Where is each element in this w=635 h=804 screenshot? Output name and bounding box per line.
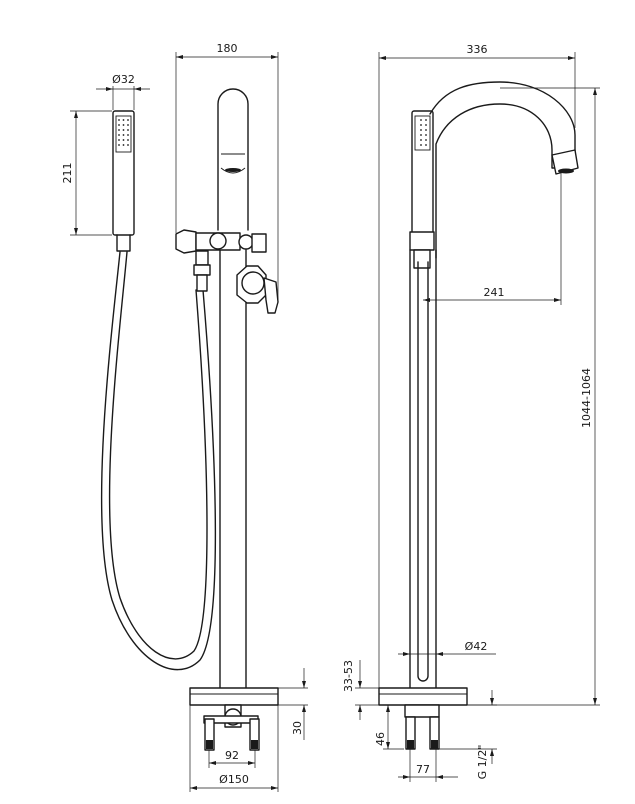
- dimension-thread: G 1/2": [439, 690, 497, 779]
- label-w-front: 180: [217, 42, 238, 55]
- dimension-base-adjust: 30: [278, 668, 308, 740]
- label-reach: 241: [484, 286, 505, 299]
- shower-hose: [100, 251, 217, 671]
- label-thread: G 1/2": [476, 745, 489, 780]
- hand-shower-spray-holes: [118, 119, 129, 146]
- label-w-legs: 92: [225, 749, 239, 762]
- dimension-base-diameter: Ø150: [189, 705, 279, 792]
- front-view: [175, 88, 279, 751]
- dimension-reach: 241: [423, 172, 562, 305]
- dimension-column-diameter: Ø42: [398, 640, 496, 656]
- hand-shower: [112, 110, 135, 252]
- dimension-hand-shower-diameter: Ø32: [96, 73, 150, 110]
- dimension-hand-shower-height: 211: [61, 110, 112, 236]
- label-h-total: 1044-1064: [580, 368, 593, 428]
- label-w-side-legs: 77: [416, 763, 430, 776]
- dimension-front-width: 180: [175, 42, 279, 300]
- dimension-legs-width: 92: [208, 749, 256, 768]
- label-d-hand-shower: Ø32: [112, 73, 135, 86]
- dimension-side-width: 336: [378, 43, 576, 688]
- side-view: [378, 81, 579, 750]
- label-h-base: 30: [291, 721, 304, 735]
- label-h-base-adjust: 33-53: [342, 660, 355, 692]
- label-w-side: 336: [467, 43, 488, 56]
- dimension-total-height: 1044-1064: [467, 87, 600, 706]
- label-d-base: Ø150: [219, 773, 249, 786]
- label-h-legs: 46: [374, 732, 387, 746]
- label-h-hand-shower: 211: [61, 163, 74, 184]
- dimension-legs-height: 46: [374, 704, 404, 750]
- dimension-side-legs-width: 77: [398, 749, 458, 782]
- label-d-column: Ø42: [465, 640, 488, 653]
- dimension-base-height-adjust: 33-53: [342, 660, 379, 720]
